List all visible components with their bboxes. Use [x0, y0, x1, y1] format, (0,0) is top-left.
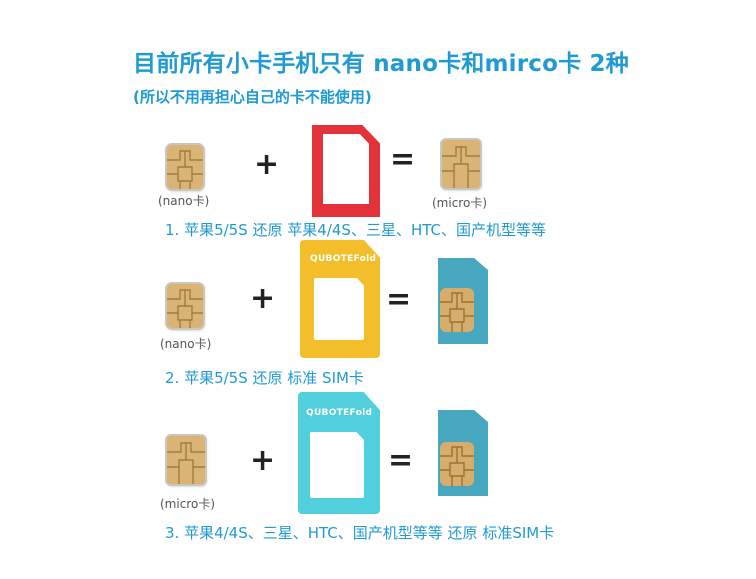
equals-sign: = [388, 443, 414, 478]
plus-sign: + [250, 443, 276, 478]
micro-sim-icon [442, 140, 480, 188]
adapter-brand: QUBOTEFold [306, 408, 373, 418]
output-label: (micro卡) [432, 196, 487, 210]
plus-sign: + [250, 281, 276, 316]
plus-sign: + [254, 147, 280, 182]
standard-sim-icon [438, 410, 488, 496]
row-caption: 3. 苹果4/4S、三星、HTC、国产机型等等 还原 标准SIM卡 [165, 524, 555, 542]
input-label: (nano卡) [160, 337, 212, 351]
sim-chip [440, 288, 474, 332]
adapter-hole [310, 432, 364, 498]
equals-sign: = [390, 142, 416, 177]
page-title: 目前所有小卡手机只有 nano卡和mirco卡 2种 [133, 51, 629, 77]
input-label: (nano卡) [158, 194, 210, 208]
nano-sim-icon [167, 284, 203, 328]
micro-adapter-icon [312, 125, 380, 217]
standard-sim-icon [438, 258, 488, 344]
adapter-hole [323, 134, 369, 204]
row-caption: 1. 苹果5/5S 还原 苹果4/4S、三星、HTC、国产机型等等 [165, 221, 546, 239]
adapter-hole [314, 278, 364, 340]
equals-sign: = [386, 282, 412, 317]
sim-chip [440, 442, 474, 486]
page-subtitle: (所以不用再担心自己的卡不能使用) [133, 88, 372, 106]
input-label: (micro卡) [160, 497, 215, 511]
standard-adapter-icon: QUBOTEFold [298, 392, 380, 514]
nano-sim-icon [167, 145, 203, 189]
row-caption: 2. 苹果5/5S 还原 标准 SIM卡 [165, 369, 364, 387]
micro-sim-icon [167, 436, 205, 484]
adapter-brand: QUBOTEFold [310, 254, 377, 264]
standard-adapter-icon: QUBOTEFold [300, 240, 380, 358]
